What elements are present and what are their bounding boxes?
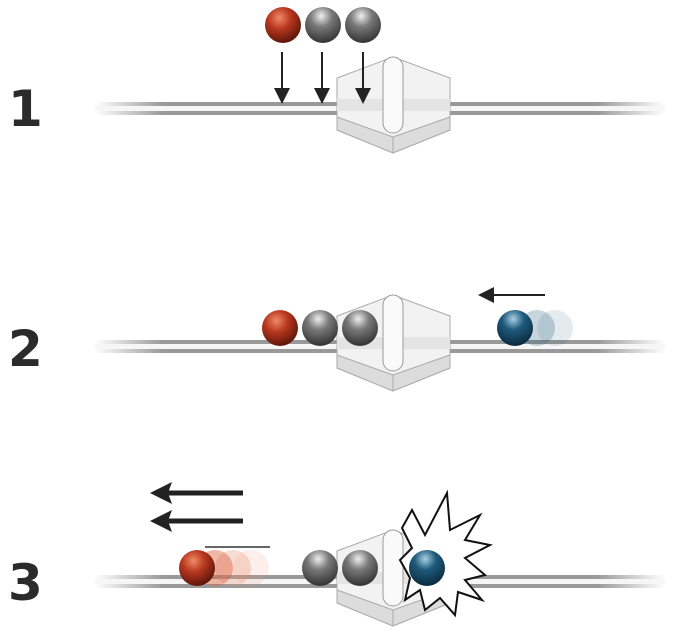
step-number: 2 bbox=[8, 320, 43, 378]
left-arrow-icon bbox=[150, 482, 243, 504]
red-ball bbox=[265, 7, 301, 43]
grey-ball bbox=[345, 7, 381, 43]
grey-ball bbox=[302, 310, 338, 346]
grey-ball bbox=[342, 550, 378, 586]
grey-ball bbox=[342, 310, 378, 346]
rail-module bbox=[94, 56, 666, 154]
grey-ball bbox=[305, 7, 341, 43]
rail-module bbox=[94, 529, 666, 627]
left-arrow-icon bbox=[150, 510, 243, 532]
step-number: 1 bbox=[8, 80, 43, 138]
red-ball bbox=[179, 550, 215, 586]
red-ball bbox=[262, 310, 298, 346]
blue-ball bbox=[409, 550, 445, 586]
step-1: 1 bbox=[8, 7, 666, 154]
grey-ball bbox=[302, 550, 338, 586]
step-2: 2 bbox=[8, 287, 666, 392]
step-number: 3 bbox=[8, 554, 43, 612]
rail-module bbox=[94, 294, 666, 392]
blue-ball bbox=[497, 310, 533, 346]
step-3: 3 bbox=[8, 482, 666, 627]
